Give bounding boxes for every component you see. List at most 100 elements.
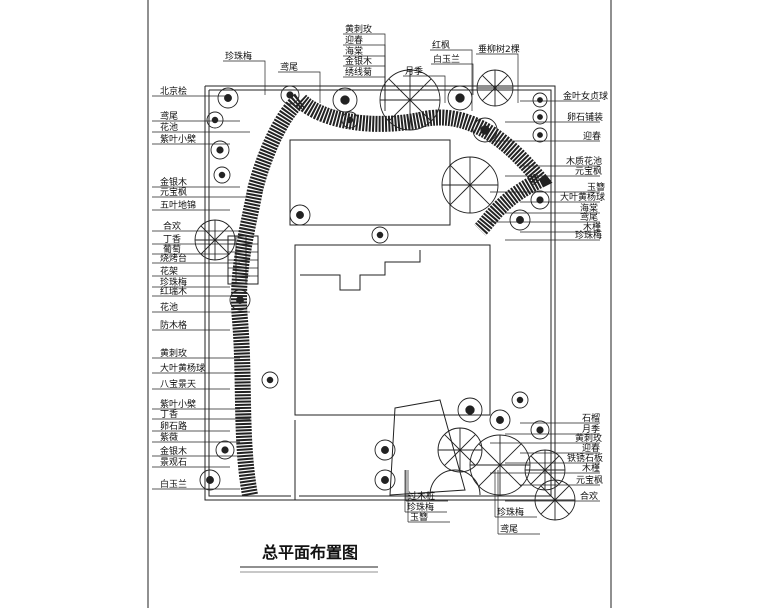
tree-center — [266, 376, 274, 384]
plant-label-top: 海棠 — [345, 45, 363, 57]
plant-label-top: 迎春 — [345, 34, 363, 46]
plant-label-left: 珍珠梅 — [160, 276, 187, 288]
plant-label-bottom-right: 元宝枫 — [576, 474, 603, 486]
plant-label-top: 月季 — [405, 65, 423, 77]
tree-symbol — [261, 371, 279, 389]
tree-symbol — [332, 87, 358, 113]
tree-center — [496, 416, 504, 424]
tree-symbol — [509, 209, 531, 231]
plant-label-right: 玉簪 — [587, 181, 605, 193]
plant-label-bottom-right: 月季 — [582, 423, 600, 435]
plant-label-left: 花池 — [160, 121, 178, 133]
tree-center — [516, 216, 524, 224]
tree-center — [206, 476, 214, 484]
plant-label-left: 红瑞木 — [160, 285, 187, 297]
plant-label-top: 黄刺玫 — [345, 23, 372, 35]
plant-label-right: 迎春 — [583, 130, 601, 142]
tree-center — [340, 95, 350, 105]
leader-line — [497, 470, 540, 535]
tree-symbol — [206, 111, 224, 129]
plant-label-left: 合欢 — [163, 220, 181, 232]
plant-label-top: 金银木 — [345, 55, 372, 67]
tree-center — [376, 231, 384, 239]
plant-label-left: 金银木 — [160, 445, 187, 457]
site-boundary-left — [204, 86, 295, 501]
leader-line — [494, 470, 537, 518]
plant-label-right: 鸢尾 — [580, 211, 598, 223]
plant-label-bottom: 玉簪 — [410, 511, 428, 523]
drawing-title: 总平面布置图 — [262, 543, 358, 562]
tree-center — [286, 91, 294, 99]
leader-line — [343, 65, 386, 111]
plant-label-right: 海棠 — [580, 202, 598, 214]
plant-label-bottom-right: 铁锈石板 — [567, 452, 603, 464]
plant-label-left: 黄刺玫 — [160, 347, 187, 359]
tree-center — [216, 146, 224, 154]
tree-center — [346, 116, 354, 124]
leader-line — [476, 53, 519, 103]
plant-label-left: 鸢尾 — [160, 110, 178, 122]
plant-label-bottom: 鸢尾 — [500, 523, 518, 535]
plant-label-left: 花池 — [160, 301, 178, 313]
tree-symbol — [289, 204, 311, 226]
patio-slab — [389, 399, 466, 496]
plant-label-bottom-right: 迎春 — [582, 442, 600, 454]
tree-center — [211, 116, 219, 124]
tree-center — [224, 94, 232, 102]
plant-label-right: 木质花池 — [566, 155, 602, 167]
leader-line — [430, 49, 473, 111]
plant-label-top: 鸢尾 — [280, 61, 298, 73]
tree-center — [537, 132, 543, 138]
plant-label-left: 白玉兰 — [160, 478, 187, 490]
plant-label-bottom-right: 木槿 — [582, 462, 600, 474]
plant-label-top: 白玉兰 — [433, 53, 460, 65]
tree-symbol — [280, 85, 300, 105]
plant-label-bottom-right: 合欢 — [580, 490, 598, 502]
tree-symbol — [457, 397, 483, 423]
site-boundary-inner — [209, 89, 552, 497]
site-boundary — [205, 85, 556, 501]
plant-label-right: 大叶黄杨球 — [560, 191, 605, 203]
tree-center — [516, 396, 524, 404]
leader-line — [407, 470, 450, 523]
plant-label-left: 丁香 — [163, 234, 181, 245]
tree-symbol — [532, 127, 548, 143]
leader-lines — [152, 33, 600, 535]
plant-label-bottom-right: 黄刺玫 — [575, 432, 602, 444]
tree-symbol — [530, 190, 550, 210]
tree-symbol — [229, 289, 251, 311]
tree-center — [465, 405, 475, 415]
tree-center — [537, 114, 543, 120]
tree-symbol — [530, 420, 550, 440]
tree-center — [381, 476, 389, 484]
tree-center — [537, 97, 543, 103]
plant-label-left: 卵石路 — [160, 420, 187, 432]
leader-line — [431, 63, 474, 95]
plant-label-top: 红枫 — [432, 39, 450, 51]
tree-center — [221, 446, 229, 454]
plant-label-left: 烧烤台 — [160, 252, 187, 264]
tree-symbol — [374, 439, 396, 461]
plant-label-top: 珍珠梅 — [225, 50, 252, 62]
tree-symbol — [210, 140, 230, 160]
tree-center — [536, 196, 544, 204]
plant-label-left: 葡萄 — [163, 243, 181, 255]
tree-symbol — [217, 87, 239, 109]
plant-label-left: 紫薇 — [160, 431, 178, 443]
plant-label-right: 卵石铺装 — [567, 111, 603, 123]
tree-center — [536, 426, 544, 434]
plant-label-left: 紫叶小檗 — [160, 398, 196, 410]
plant-label-left: 北京桧 — [160, 85, 187, 97]
tree-center — [236, 296, 244, 304]
plant-label-top: 垂柳树2棵 — [478, 43, 520, 55]
plant-label-left: 八宝景天 — [160, 378, 196, 390]
tree-symbol — [341, 111, 359, 129]
plant-label-left: 景观石 — [160, 457, 187, 468]
plant-label-right: 木槿 — [583, 221, 601, 233]
plant-labels: 北京桧鸢尾花池紫叶小檗金银木元宝枫五叶地锦合欢丁香葡萄烧烤台花架珍珠梅红瑞木花池… — [160, 23, 608, 535]
leader-line — [405, 470, 448, 502]
tree-symbol — [371, 226, 389, 244]
tree-center — [455, 93, 465, 103]
building-outline — [294, 244, 491, 416]
